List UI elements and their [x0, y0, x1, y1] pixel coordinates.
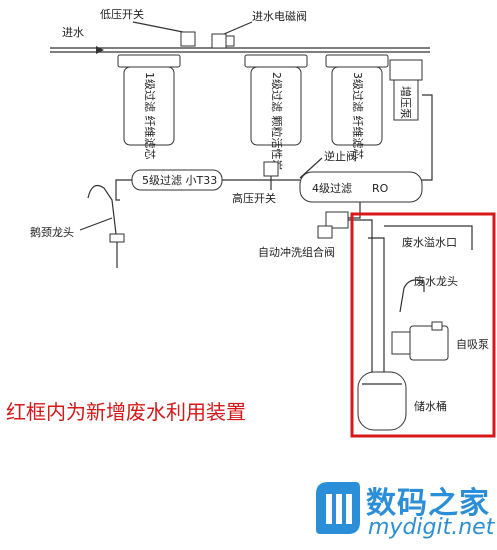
low-pressure-switch-label: 低压开关: [100, 7, 144, 21]
pump-to-ro-pipe: [420, 94, 433, 181]
low-switch-leader: [132, 21, 184, 33]
faucet-feed-pipe: [115, 179, 132, 201]
watermark-site-cn: 数码之家: [366, 486, 490, 521]
waste-faucet-label: 废水龙头: [414, 274, 458, 288]
watermark-site-en: mydigit.net: [368, 515, 495, 540]
storage-tank-icon: [357, 371, 407, 431]
filter-1: 1级过滤 纤维滤芯: [117, 54, 181, 160]
filter-3-label: 3级过滤 纤维滤芯: [351, 72, 365, 160]
flush-pipe: [348, 202, 361, 219]
waste-overflow-label: 废水溢水口: [402, 235, 457, 249]
filter-2-label: 2级过滤 颗粒活性炭: [270, 72, 284, 171]
booster-pump: 增压泵: [389, 59, 423, 121]
annotation-text: 红框内为新增废水利用装置: [6, 400, 246, 424]
solenoid-leader: [223, 21, 253, 35]
filter-5-label: 5级过滤 小T33: [142, 174, 217, 187]
check-valve-leader: [299, 157, 323, 179]
drain-pipe: [348, 219, 373, 372]
waste-faucet-icon: [399, 279, 425, 313]
new-device-highlight-box: [350, 212, 496, 438]
inlet-solenoid-valve-icon: [211, 33, 227, 49]
flush-valve-body-icon: [317, 225, 333, 239]
auto-flush-valve-label: 自动冲洗组合阀: [258, 245, 335, 259]
gooseneck-faucet-icon: [87, 185, 125, 268]
overflow-pipe: [384, 225, 473, 250]
self-priming-pump-icon: [391, 321, 449, 361]
inlet-solenoid-valve-label: 进水电磁阀: [252, 9, 307, 23]
ro-label: RO: [372, 182, 389, 195]
filter-3: 3级过滤 纤维滤芯: [325, 54, 389, 160]
storage-tank-label: 储水桶: [414, 399, 447, 413]
tank-feed-pipe: [368, 237, 385, 372]
filter-2: 2级过滤 颗粒活性炭: [244, 54, 308, 171]
faucet-leader: [79, 217, 113, 231]
inlet-label: 进水: [62, 26, 84, 39]
booster-pump-label: 增压泵: [399, 86, 413, 119]
ro-membrane: 4级过滤 RO: [299, 171, 423, 203]
check-valve-label: 逆止阀: [324, 149, 357, 163]
watermark-logo-icon: [316, 482, 360, 534]
solenoid-coil-icon: [225, 35, 235, 47]
filter-1-label: 1级过滤 纤维滤芯: [143, 72, 157, 160]
low-pressure-switch-icon: [180, 31, 196, 47]
high-pressure-switch-label: 高压开关: [232, 191, 276, 205]
filter-4-label: 4级过滤: [312, 182, 352, 195]
high-pressure-switch-icon: [263, 161, 279, 177]
gooseneck-faucet-label: 鹅颈龙头: [30, 225, 74, 239]
inlet-arrow-icon: [96, 46, 104, 54]
self-priming-pump-label: 自吸泵: [456, 338, 489, 351]
filter-5: 5级过滤 小T33: [131, 169, 223, 191]
